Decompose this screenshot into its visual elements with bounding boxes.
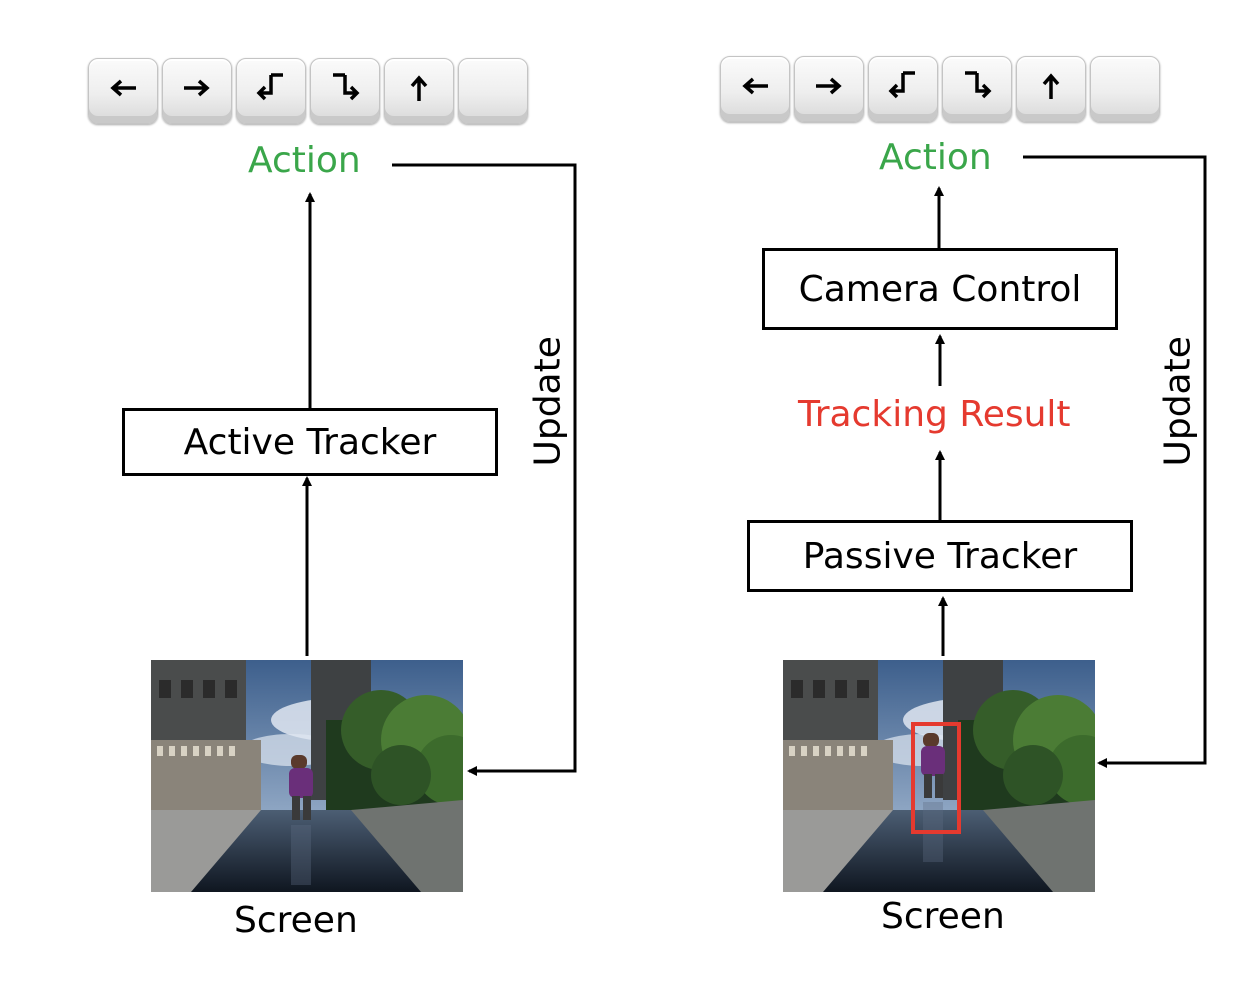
up-arrow-icon <box>410 75 428 101</box>
turn-right-key <box>310 58 380 124</box>
street-scene-image <box>151 660 463 892</box>
camera-control-label: Camera Control <box>798 268 1082 310</box>
tracking-result-label: Tracking Result <box>798 394 1071 435</box>
active-tracker-label: Active Tracker <box>183 421 437 463</box>
right-arrow-icon <box>184 79 210 97</box>
up-arrow-key <box>384 58 454 124</box>
tracking-bounding-box <box>911 722 961 834</box>
up-arrow-icon <box>1042 73 1060 99</box>
street-scene-image <box>783 660 1095 892</box>
action-label: Action <box>879 137 992 178</box>
camera-control-box: Camera Control <box>762 248 1118 330</box>
right-arrow-icon <box>816 77 842 95</box>
left-arrow-icon <box>110 79 136 97</box>
right-connectors <box>934 155 1207 768</box>
left-connectors <box>302 163 577 776</box>
action-keys <box>720 56 1160 122</box>
blank-key <box>1090 56 1160 122</box>
passive-tracker-label: Passive Tracker <box>802 535 1078 577</box>
turn-right-arrow-icon <box>965 71 992 99</box>
action-label: Action <box>248 140 361 181</box>
turn-right-arrow-icon <box>333 73 360 101</box>
left-arrow-key <box>88 58 158 124</box>
left-arrow-icon <box>742 77 768 95</box>
action-keys <box>88 58 528 124</box>
turn-left-key <box>236 58 306 124</box>
update-loop-arrow <box>392 163 577 776</box>
update-loop-arrow <box>1023 155 1207 768</box>
turn-left-key <box>868 56 938 122</box>
screen-label: Screen <box>234 900 358 941</box>
turn-right-key <box>942 56 1012 122</box>
active-tracker-box: Active Tracker <box>122 408 498 476</box>
up-arrow-key <box>1016 56 1086 122</box>
screen-label: Screen <box>881 896 1005 937</box>
active-tracking-diagram: Action Active Tracker Update <box>88 58 577 941</box>
right-arrow-key <box>794 56 864 122</box>
screen-image <box>783 660 1095 892</box>
turn-left-arrow-icon <box>888 71 915 99</box>
blank-key <box>458 58 528 124</box>
screen-image <box>151 660 463 892</box>
left-arrow-key <box>720 56 790 122</box>
passive-tracker-box: Passive Tracker <box>747 520 1133 592</box>
passive-tracking-diagram: Action Camera Control Tracking Result Pa… <box>630 0 1250 1006</box>
right-arrow-key <box>162 58 232 124</box>
